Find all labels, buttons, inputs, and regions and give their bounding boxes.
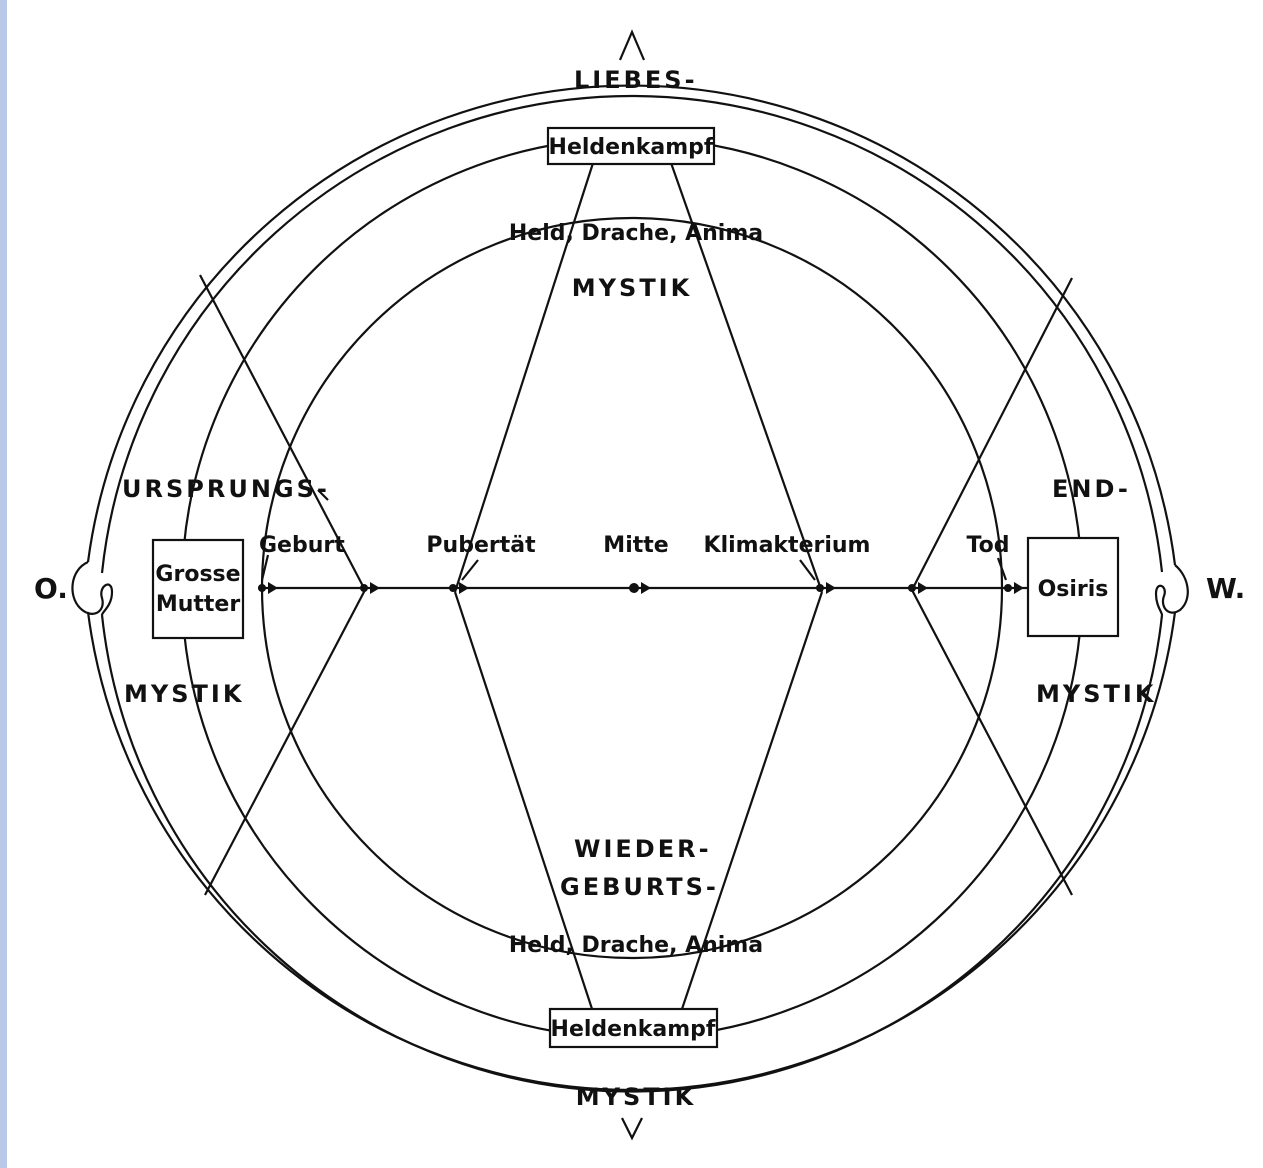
marker-geburt (258, 584, 266, 592)
serpent-top-notch (620, 32, 644, 60)
marker-cross-left (360, 584, 368, 592)
label-w: W. (1206, 572, 1245, 605)
label-o: O. (34, 572, 68, 605)
axis-markers (258, 582, 1024, 594)
marker-pubertaet (449, 584, 457, 592)
arrow-mitte (641, 582, 651, 594)
marker-cross-right (908, 584, 916, 592)
arrow-geburt (268, 582, 278, 594)
label-ursprungs: URSPRUNGS- (122, 475, 330, 503)
label-mystik-top: MYSTIK (572, 274, 692, 302)
arrow-cross-left (370, 582, 380, 594)
arrow-tod (1014, 582, 1024, 594)
label-geburt: Geburt (259, 533, 345, 558)
label-liebes: LIEBES- (574, 66, 698, 94)
serpent-bottom-notch (622, 1118, 642, 1138)
label-held-top: Held, Drache, Anima (509, 221, 763, 246)
serpent-head-left (72, 562, 112, 615)
label-heldenkampf-top: Heldenkampf (549, 135, 714, 160)
label-mitte: Mitte (603, 533, 668, 558)
serpent-head-right (1156, 565, 1188, 615)
marker-klimakterium (816, 584, 824, 592)
label-wieder: WIEDER- (574, 835, 712, 863)
label-heldenkampf-bottom: Heldenkampf (551, 1017, 716, 1042)
arrow-klimakterium (826, 582, 836, 594)
label-held-bottom: Held, Drache, Anima (509, 933, 763, 958)
label-tod: Tod (967, 533, 1010, 558)
label-klimakterium: Klimakterium (704, 533, 871, 558)
marker-mitte (629, 583, 639, 593)
label-pubertaet: Pubertät (426, 533, 536, 558)
label-geburts: GEBURTS- (560, 873, 719, 901)
arrow-pubertaet (459, 582, 469, 594)
label-osiris: Osiris (1038, 577, 1109, 602)
label-grosse: Grosse (155, 562, 240, 587)
marker-tod (1004, 584, 1012, 592)
label-mystik-right: MYSTIK (1036, 680, 1156, 708)
label-mystik-bottom: MYSTIK (576, 1083, 696, 1111)
grosse-mutter-box (153, 540, 243, 638)
label-mutter: Mutter (156, 592, 241, 617)
label-mystik-left: MYSTIK (124, 680, 244, 708)
label-end: END- (1052, 475, 1131, 503)
arrow-cross-right (918, 582, 928, 594)
